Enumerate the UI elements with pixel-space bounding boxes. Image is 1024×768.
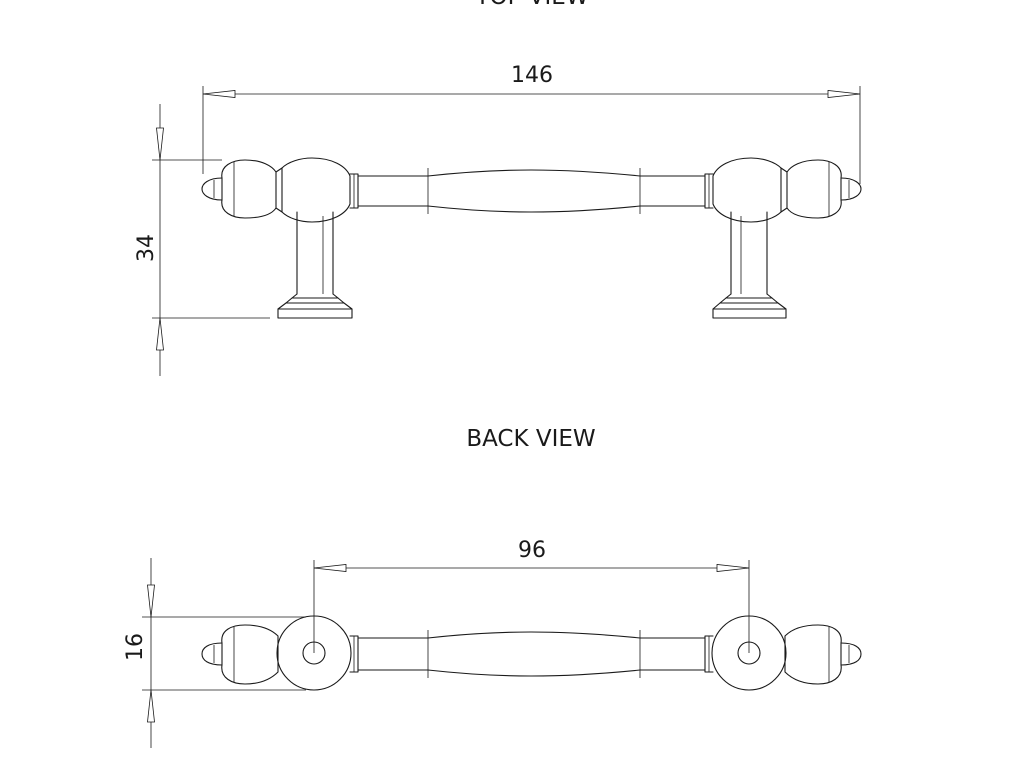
height-label: 34: [134, 234, 159, 262]
overall-length-label: 146: [511, 63, 553, 88]
depth-label: 16: [123, 633, 148, 661]
back-view-title: BACK VIEW: [466, 426, 595, 452]
top-view-handle: [201, 157, 862, 319]
hole-spacing-label: 96: [518, 538, 546, 563]
top-view-title: TOP VIEW: [474, 0, 588, 10]
depth-dimension: 16: [123, 558, 306, 748]
height-dimension: 34: [134, 104, 270, 376]
overall-length-dimension: 146: [202, 63, 861, 184]
back-view-handle: [201, 615, 862, 691]
hole-spacing-dimension: 96: [313, 538, 750, 653]
